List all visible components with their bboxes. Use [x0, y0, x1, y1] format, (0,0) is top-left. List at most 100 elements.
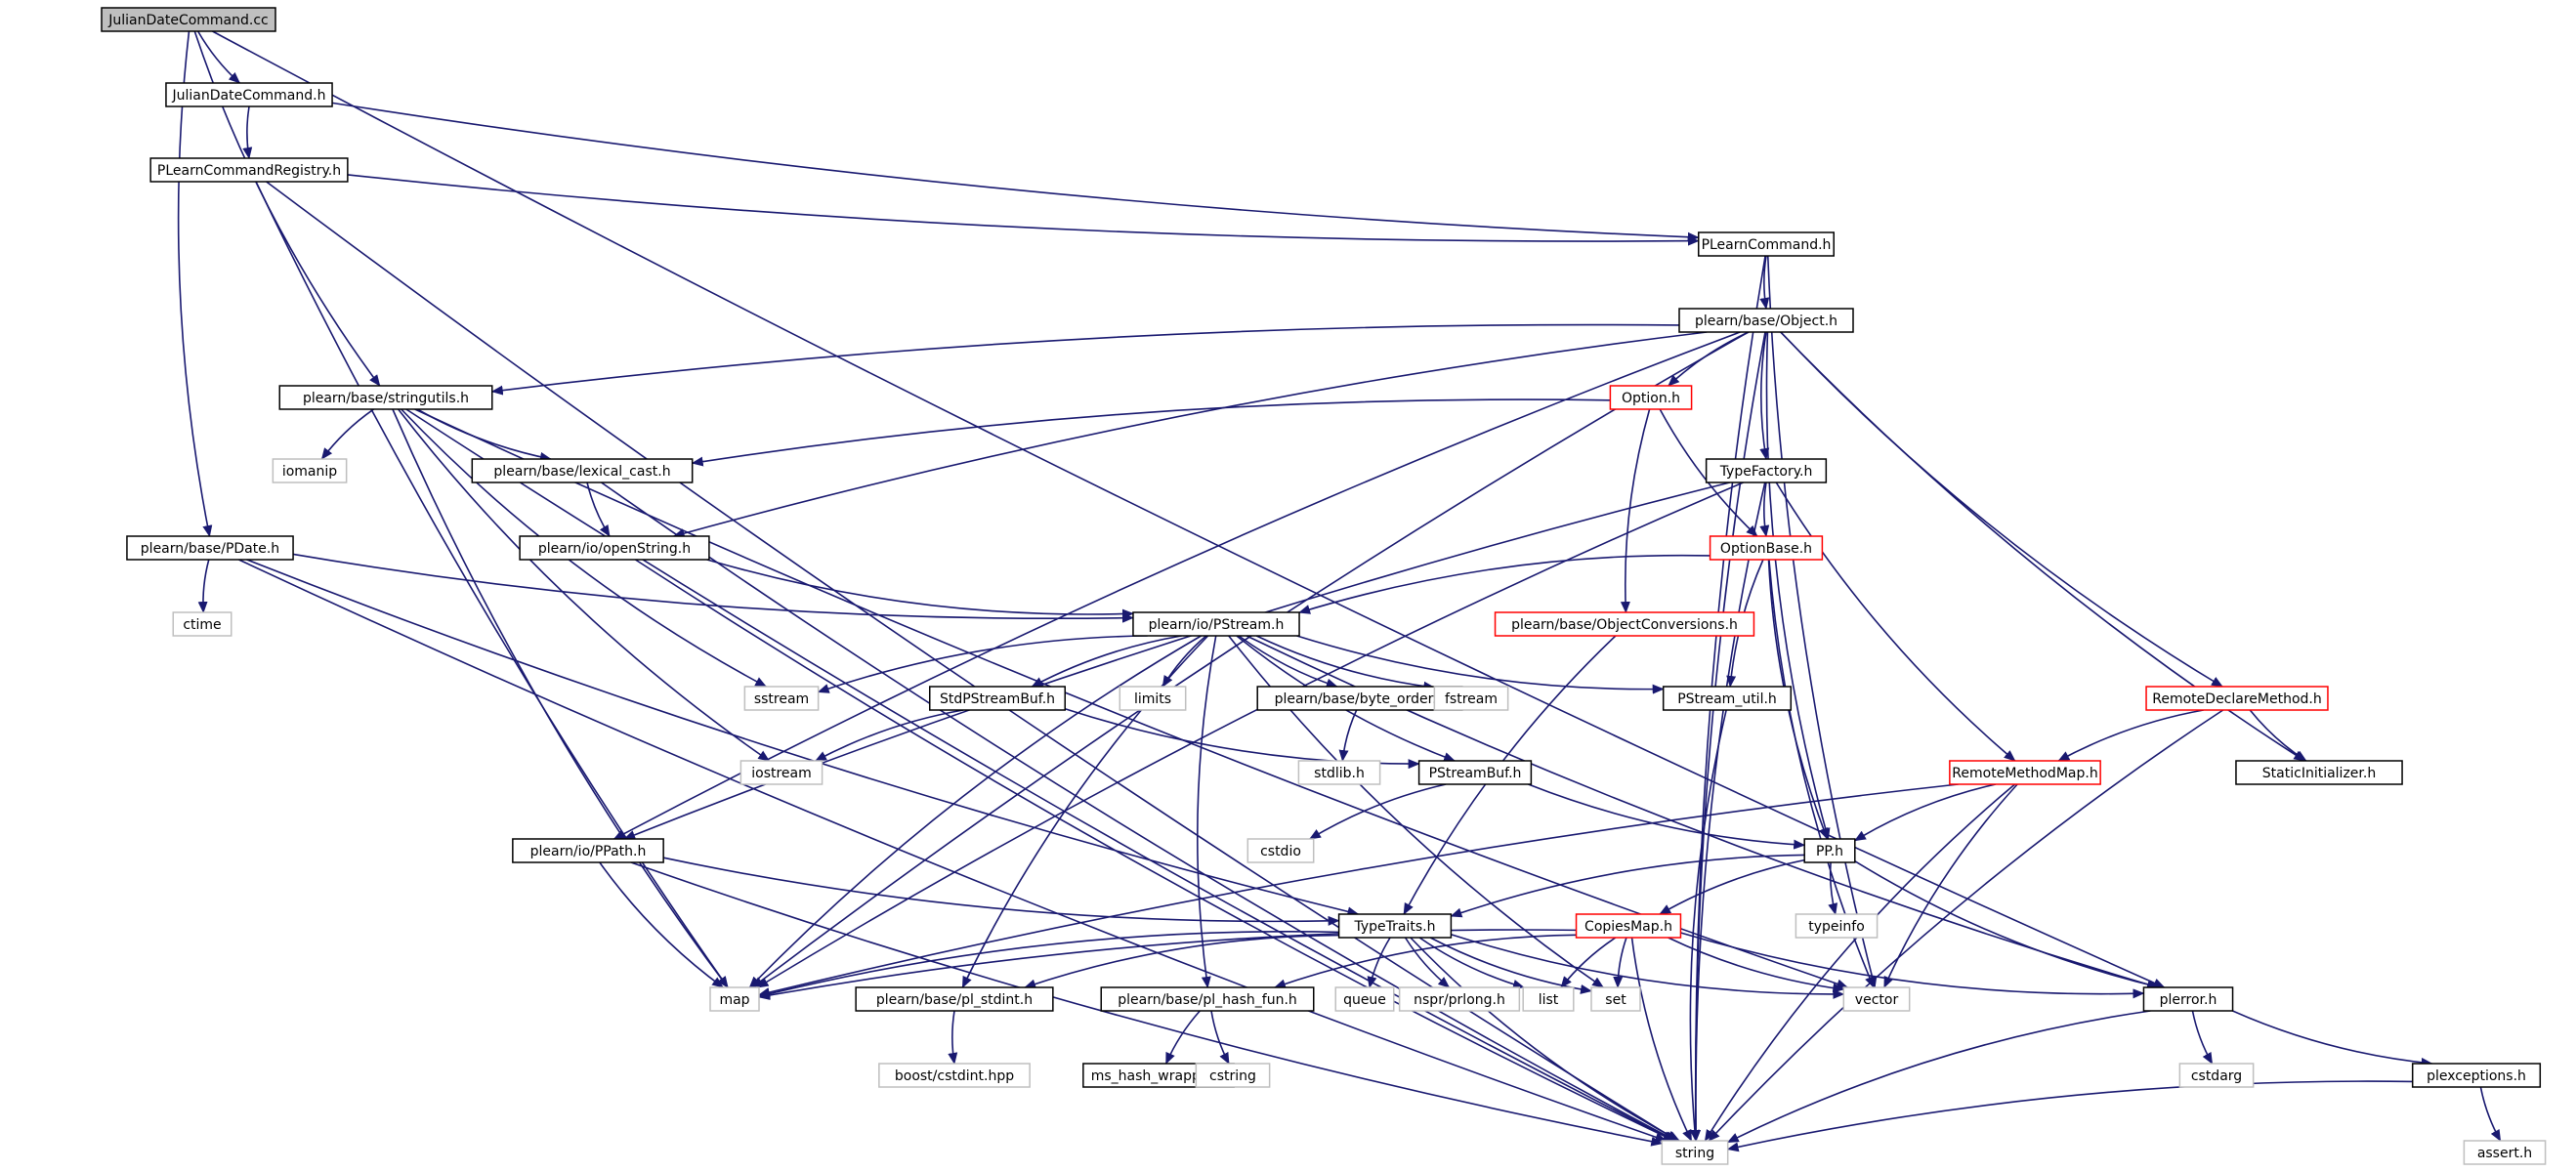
node-cstring[interactable]: cstring — [1195, 1063, 1271, 1088]
node-iomanip[interactable]: iomanip — [272, 458, 348, 483]
node-asserth[interactable]: assert.h — [2463, 1140, 2547, 1165]
node-box — [2178, 1063, 2255, 1088]
edge-stdpsb-to-iostream — [815, 709, 964, 762]
edge-typefactory-to-rmm — [1775, 481, 2016, 762]
node-box — [1609, 385, 1693, 410]
node-pstream[interactable]: plearn/io/PStream.h — [1132, 611, 1300, 637]
node-stringutils[interactable]: plearn/base/stringutils.h — [278, 385, 493, 410]
edge-psutil-to-string — [1689, 709, 1727, 1142]
edge-typetraits-to-list — [1418, 937, 1525, 989]
node-label: cstdio — [1260, 844, 1301, 859]
node-pdate[interactable]: plearn/base/PDate.h — [126, 535, 294, 561]
node-objconv[interactable]: plearn/base/ObjectConversions.h — [1494, 611, 1755, 637]
edge-object-to-stringutils — [490, 323, 1680, 396]
node-plcommand[interactable]: PLearnCommand.h — [1698, 231, 1835, 257]
node-ppath[interactable]: plearn/io/PPath.h — [512, 838, 664, 863]
node-label: plearn/base/pl_hash_fun.h — [1118, 992, 1297, 1008]
node-psbuf[interactable]: PStreamBuf.h — [1417, 760, 1533, 785]
node-label: PP.h — [1816, 844, 1843, 859]
node-plhash[interactable]: plearn/base/pl_hash_fun.h — [1100, 986, 1315, 1012]
node-label: nspr/prlong.h — [1414, 992, 1505, 1008]
node-typetraits[interactable]: TypeTraits.h — [1337, 913, 1453, 939]
node-julian-cc[interactable]: JulianDateCommand.cc — [101, 7, 276, 32]
node-box — [1100, 986, 1315, 1012]
node-rdm[interactable]: RemoteDeclareMethod.h — [2145, 686, 2329, 711]
node-byteorder[interactable]: plearn/base/byte_order.h — [1256, 686, 1463, 711]
node-label: plearn/io/PPath.h — [530, 844, 647, 859]
node-openstring[interactable]: plearn/io/openString.h — [519, 535, 710, 561]
node-prlong[interactable]: nspr/prlong.h — [1398, 986, 1521, 1012]
node-label: TypeTraits.h — [1354, 919, 1436, 935]
node-sstream[interactable]: sstream — [743, 686, 820, 711]
node-string[interactable]: string — [1661, 1140, 1729, 1165]
node-label: plerror.h — [2160, 992, 2217, 1008]
node-boostcstdint[interactable]: boost/cstdint.hpp — [878, 1063, 1031, 1088]
node-label: JulianDateCommand.cc — [107, 13, 269, 28]
node-option[interactable]: Option.h — [1609, 385, 1693, 410]
node-iostream[interactable]: iostream — [739, 760, 823, 785]
node-box — [743, 686, 820, 711]
node-plerror[interactable]: plerror.h — [2142, 986, 2234, 1012]
node-label: ctime — [183, 617, 221, 633]
node-object[interactable]: plearn/base/Object.h — [1678, 308, 1854, 333]
node-julian-h[interactable]: JulianDateCommand.h — [165, 82, 333, 107]
node-plstdint[interactable]: plearn/base/pl_stdint.h — [855, 986, 1054, 1012]
edge-typetraits-to-string — [1410, 937, 1681, 1142]
edge-typefactory-to-map — [756, 481, 1744, 988]
node-fstream[interactable]: fstream — [1433, 686, 1509, 711]
edge-stringutils-to-lexical — [416, 408, 552, 462]
node-box — [1398, 986, 1521, 1012]
node-vector[interactable]: vector — [1842, 986, 1911, 1012]
node-box — [1842, 986, 1911, 1012]
node-box — [1705, 458, 1828, 483]
node-ctime[interactable]: ctime — [172, 611, 232, 637]
node-box — [1334, 986, 1395, 1012]
node-stdpsb[interactable]: StdPStreamBuf.h — [929, 686, 1066, 711]
node-label: PLearnCommandRegistry.h — [157, 163, 341, 179]
node-label: boost/cstdint.hpp — [895, 1068, 1014, 1084]
edge-typetraits-to-map — [758, 930, 1339, 999]
node-label: limits — [1134, 691, 1171, 707]
node-plexceptions[interactable]: plexceptions.h — [2411, 1063, 2542, 1088]
node-optionbase[interactable]: OptionBase.h — [1709, 535, 1824, 561]
node-queue[interactable]: queue — [1334, 986, 1395, 1012]
node-box — [172, 611, 232, 637]
node-staticinit[interactable]: StaticInitializer.h — [2235, 760, 2403, 785]
edge-plhash-to-mshash — [1164, 1010, 1201, 1065]
node-box — [471, 458, 694, 483]
node-box — [2142, 986, 2234, 1012]
node-label: assert.h — [2477, 1146, 2532, 1161]
node-list[interactable]: list — [1522, 986, 1575, 1012]
node-copiesmap[interactable]: CopiesMap.h — [1575, 913, 1682, 939]
node-box — [878, 1063, 1031, 1088]
edge-rmm-to-vector — [1883, 783, 2018, 988]
node-rmm[interactable]: RemoteMethodMap.h — [1949, 760, 2101, 785]
node-label: JulianDateCommand.h — [172, 88, 326, 104]
node-label: plearn/base/Object.h — [1695, 314, 1837, 329]
node-box — [126, 535, 294, 561]
node-lexical[interactable]: plearn/base/lexical_cast.h — [471, 458, 694, 483]
edge-psbuf-to-pp — [1528, 783, 1806, 850]
node-registry[interactable]: PLearnCommandRegistry.h — [149, 157, 349, 183]
edge-pstream-to-stdpsb — [1031, 635, 1182, 688]
edge-copiesmap-to-list — [1560, 937, 1617, 988]
node-set[interactable]: set — [1590, 986, 1641, 1012]
node-typeinfo[interactable]: typeinfo — [1795, 913, 1879, 939]
node-label: set — [1605, 992, 1626, 1008]
node-box — [2411, 1063, 2542, 1088]
node-stdlib[interactable]: stdlib.h — [1297, 760, 1381, 785]
node-pp[interactable]: PP.h — [1803, 838, 1856, 863]
node-cstdarg[interactable]: cstdarg — [2178, 1063, 2255, 1088]
node-label: plearn/base/byte_order.h — [1275, 691, 1446, 707]
edge-pstream-to-psutil — [1296, 635, 1665, 694]
edge-pstream-to-plstdint — [961, 635, 1209, 988]
node-box — [1297, 760, 1381, 785]
node-cstdio[interactable]: cstdio — [1246, 838, 1315, 863]
node-limits[interactable]: limits — [1119, 686, 1187, 711]
node-psutil[interactable]: PStream_util.h — [1662, 686, 1793, 711]
node-map[interactable]: map — [709, 986, 760, 1012]
node-typefactory[interactable]: TypeFactory.h — [1705, 458, 1828, 483]
edge-object-to-option — [1668, 331, 1750, 387]
edge-julian_h-to-plcommand — [331, 102, 1700, 242]
node-label: StdPStreamBuf.h — [940, 691, 1055, 707]
